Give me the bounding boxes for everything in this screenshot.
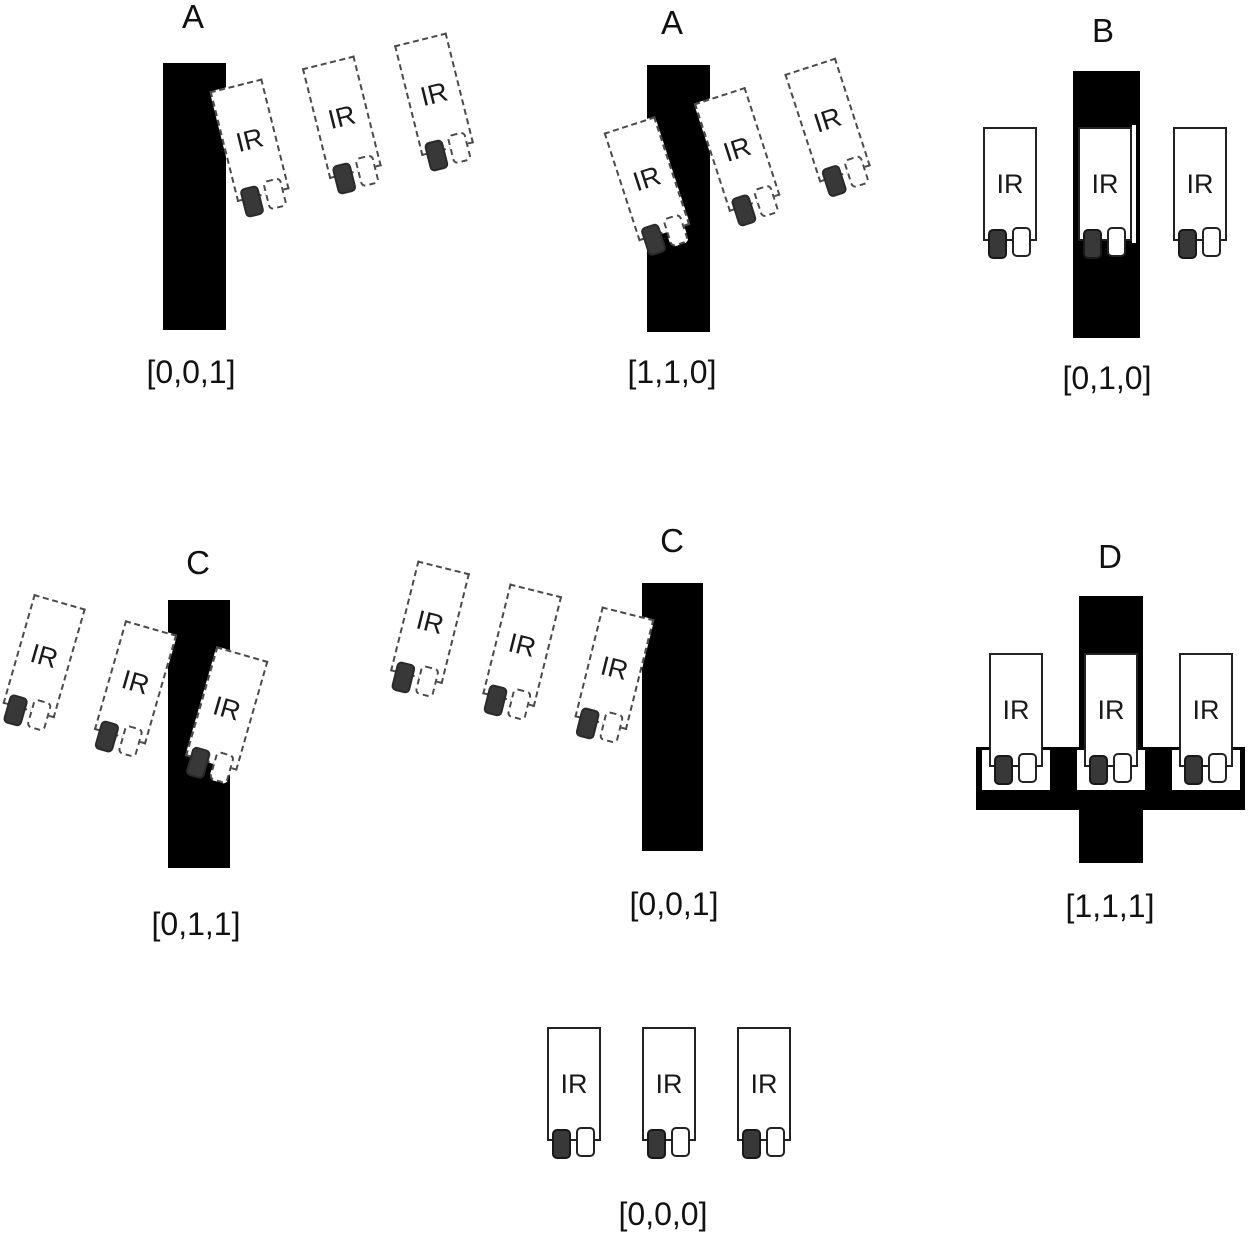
sensor-edge-highlight bbox=[1132, 125, 1136, 243]
ir-sensor: IR bbox=[1084, 653, 1138, 785]
ir-emitter-pad-icon bbox=[1184, 755, 1203, 785]
ir-sensor-label: IR bbox=[232, 121, 267, 158]
ir-sensor-body: IR bbox=[989, 653, 1043, 767]
panel-label: C bbox=[186, 544, 210, 581]
ir-sensor: IR bbox=[737, 1027, 791, 1159]
ir-sensor-body: IR bbox=[737, 1027, 791, 1141]
panel-label: A bbox=[660, 4, 683, 41]
ir-sensor: IR bbox=[983, 127, 1037, 259]
ir-sensor-array: IR IR IR bbox=[386, 560, 655, 747]
sensor-reading: [0,0,0] bbox=[618, 1196, 708, 1232]
panel-label: A bbox=[181, 0, 204, 35]
ir-sensor-array: IR IR IR bbox=[989, 653, 1233, 785]
ir-sensor-label: IR bbox=[1091, 168, 1119, 199]
ir-sensor-label: IR bbox=[505, 626, 540, 663]
ir-sensor-label: IR bbox=[417, 75, 451, 112]
ir-emitter-pad-icon bbox=[742, 1129, 761, 1159]
panel-label: B bbox=[1091, 12, 1114, 49]
sensor-reading: [1,1,0] bbox=[627, 354, 717, 390]
ir-sensor-body: IR bbox=[1078, 127, 1132, 241]
ir-sensor: IR bbox=[989, 653, 1043, 785]
ir-sensor-array: IR IR IR bbox=[983, 127, 1227, 259]
ir-receiver-pad-icon bbox=[1018, 753, 1037, 783]
ir-sensor-array: IR IR IR bbox=[209, 32, 479, 219]
ir-sensor-array: IR IR IR bbox=[603, 57, 877, 259]
ir-sensor-body: IR bbox=[642, 1027, 696, 1141]
ir-sensor: IR bbox=[603, 116, 696, 258]
sensor-reading: [0,1,0] bbox=[1062, 360, 1152, 396]
ir-sensor: IR bbox=[784, 57, 876, 200]
ir-sensor-label: IR bbox=[324, 98, 359, 135]
ir-sensor-label: IR bbox=[996, 168, 1024, 199]
ir-sensor-label: IR bbox=[1097, 694, 1125, 725]
ir-sensor-label: IR bbox=[560, 1068, 588, 1099]
ir-receiver-pad-icon bbox=[1113, 753, 1132, 783]
ir-sensor-label: IR bbox=[1002, 694, 1030, 725]
sensor-reading: [0,0,1] bbox=[629, 886, 719, 922]
ir-emitter-pad-icon bbox=[1178, 229, 1197, 259]
sensor-reading: [0,1,1] bbox=[151, 906, 241, 942]
ir-sensor: IR bbox=[547, 1027, 601, 1159]
ir-sensor-label: IR bbox=[1192, 694, 1220, 725]
ir-sensor: IR bbox=[89, 620, 178, 762]
ir-receiver-pad-icon bbox=[1208, 753, 1227, 783]
ir-emitter-pad-icon bbox=[1083, 229, 1102, 259]
ir-sensor-label: IR bbox=[719, 130, 755, 168]
ir-sensor: IR bbox=[478, 583, 563, 724]
ir-sensor: IR bbox=[1078, 127, 1132, 259]
ir-sensor: IR bbox=[394, 32, 478, 173]
ir-sensor: IR bbox=[386, 560, 470, 701]
ir-receiver-pad-icon bbox=[1107, 227, 1126, 257]
ir-sensor-label: IR bbox=[27, 637, 62, 674]
ir-sensor-body: IR bbox=[983, 127, 1037, 241]
ir-sensor: IR bbox=[1179, 653, 1233, 785]
ir-sensor: IR bbox=[301, 55, 386, 196]
ir-sensor: IR bbox=[1173, 127, 1227, 259]
ir-sensor-array: IR IR IR bbox=[547, 1027, 791, 1159]
ir-emitter-pad-icon bbox=[994, 755, 1013, 785]
ir-sensor-label: IR bbox=[118, 663, 153, 701]
ir-sensor: IR bbox=[180, 646, 269, 788]
ir-sensor-body: IR bbox=[547, 1027, 601, 1141]
ir-sensor: IR bbox=[642, 1027, 696, 1159]
sensor-reading: [1,1,1] bbox=[1065, 888, 1155, 924]
ir-emitter-pad-icon bbox=[988, 229, 1007, 259]
ir-sensor: IR bbox=[0, 593, 86, 736]
ir-sensor-body: IR bbox=[1084, 653, 1138, 767]
ir-receiver-pad-icon bbox=[766, 1127, 785, 1157]
ir-sensor-label: IR bbox=[209, 689, 245, 727]
ir-sensor-label: IR bbox=[413, 603, 447, 640]
ir-sensor-label: IR bbox=[597, 649, 632, 686]
ir-sensor-label: IR bbox=[809, 101, 845, 139]
ir-receiver-pad-icon bbox=[576, 1127, 595, 1157]
panel-label: C bbox=[660, 522, 684, 559]
ir-sensor-label: IR bbox=[1186, 168, 1214, 199]
ir-receiver-pad-icon bbox=[1202, 227, 1221, 257]
panel-label: D bbox=[1098, 538, 1122, 575]
ir-emitter-pad-icon bbox=[647, 1129, 666, 1159]
ir-receiver-pad-icon bbox=[671, 1127, 690, 1157]
ir-sensor-body: IR bbox=[1179, 653, 1233, 767]
ir-sensor-label: IR bbox=[750, 1068, 778, 1099]
ir-sensor-body: IR bbox=[1173, 127, 1227, 241]
ir-emitter-pad-icon bbox=[552, 1129, 571, 1159]
sensor-reading: [0,0,1] bbox=[146, 354, 236, 390]
ir-sensor: IR bbox=[693, 86, 786, 229]
ir-receiver-pad-icon bbox=[1012, 227, 1031, 257]
ir-sensor-label: IR bbox=[655, 1068, 683, 1099]
ir-emitter-pad-icon bbox=[1089, 755, 1108, 785]
ir-sensor-label: IR bbox=[629, 159, 665, 197]
